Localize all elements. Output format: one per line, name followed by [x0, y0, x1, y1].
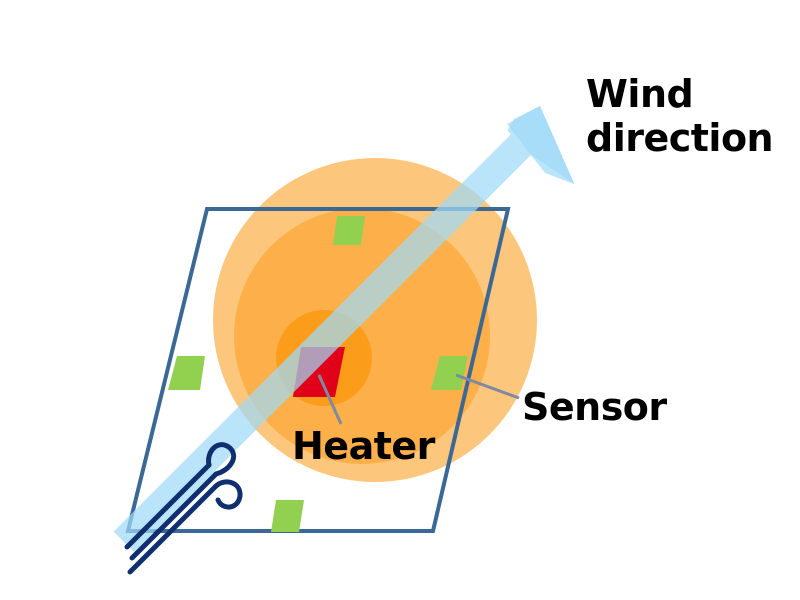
heater-label: Heater	[292, 424, 435, 468]
sensor-label: Sensor	[522, 385, 667, 429]
heater-leader-line	[317, 374, 343, 425]
wind-label-line1: Wind	[586, 72, 694, 116]
wind-label-line2: direction	[586, 116, 774, 160]
wind-swirl-icon	[124, 442, 243, 575]
sensor-top	[333, 216, 365, 245]
wind-direction-arrow	[113, 106, 575, 552]
sensor-bottom	[271, 500, 304, 532]
wind-arrow-head	[507, 106, 574, 184]
sensor-leader-line	[455, 373, 520, 400]
sensor-right	[431, 356, 468, 390]
sensor-frame	[125, 207, 511, 533]
sensor-left	[168, 356, 205, 390]
wind-direction-label: Wind direction	[586, 72, 774, 160]
